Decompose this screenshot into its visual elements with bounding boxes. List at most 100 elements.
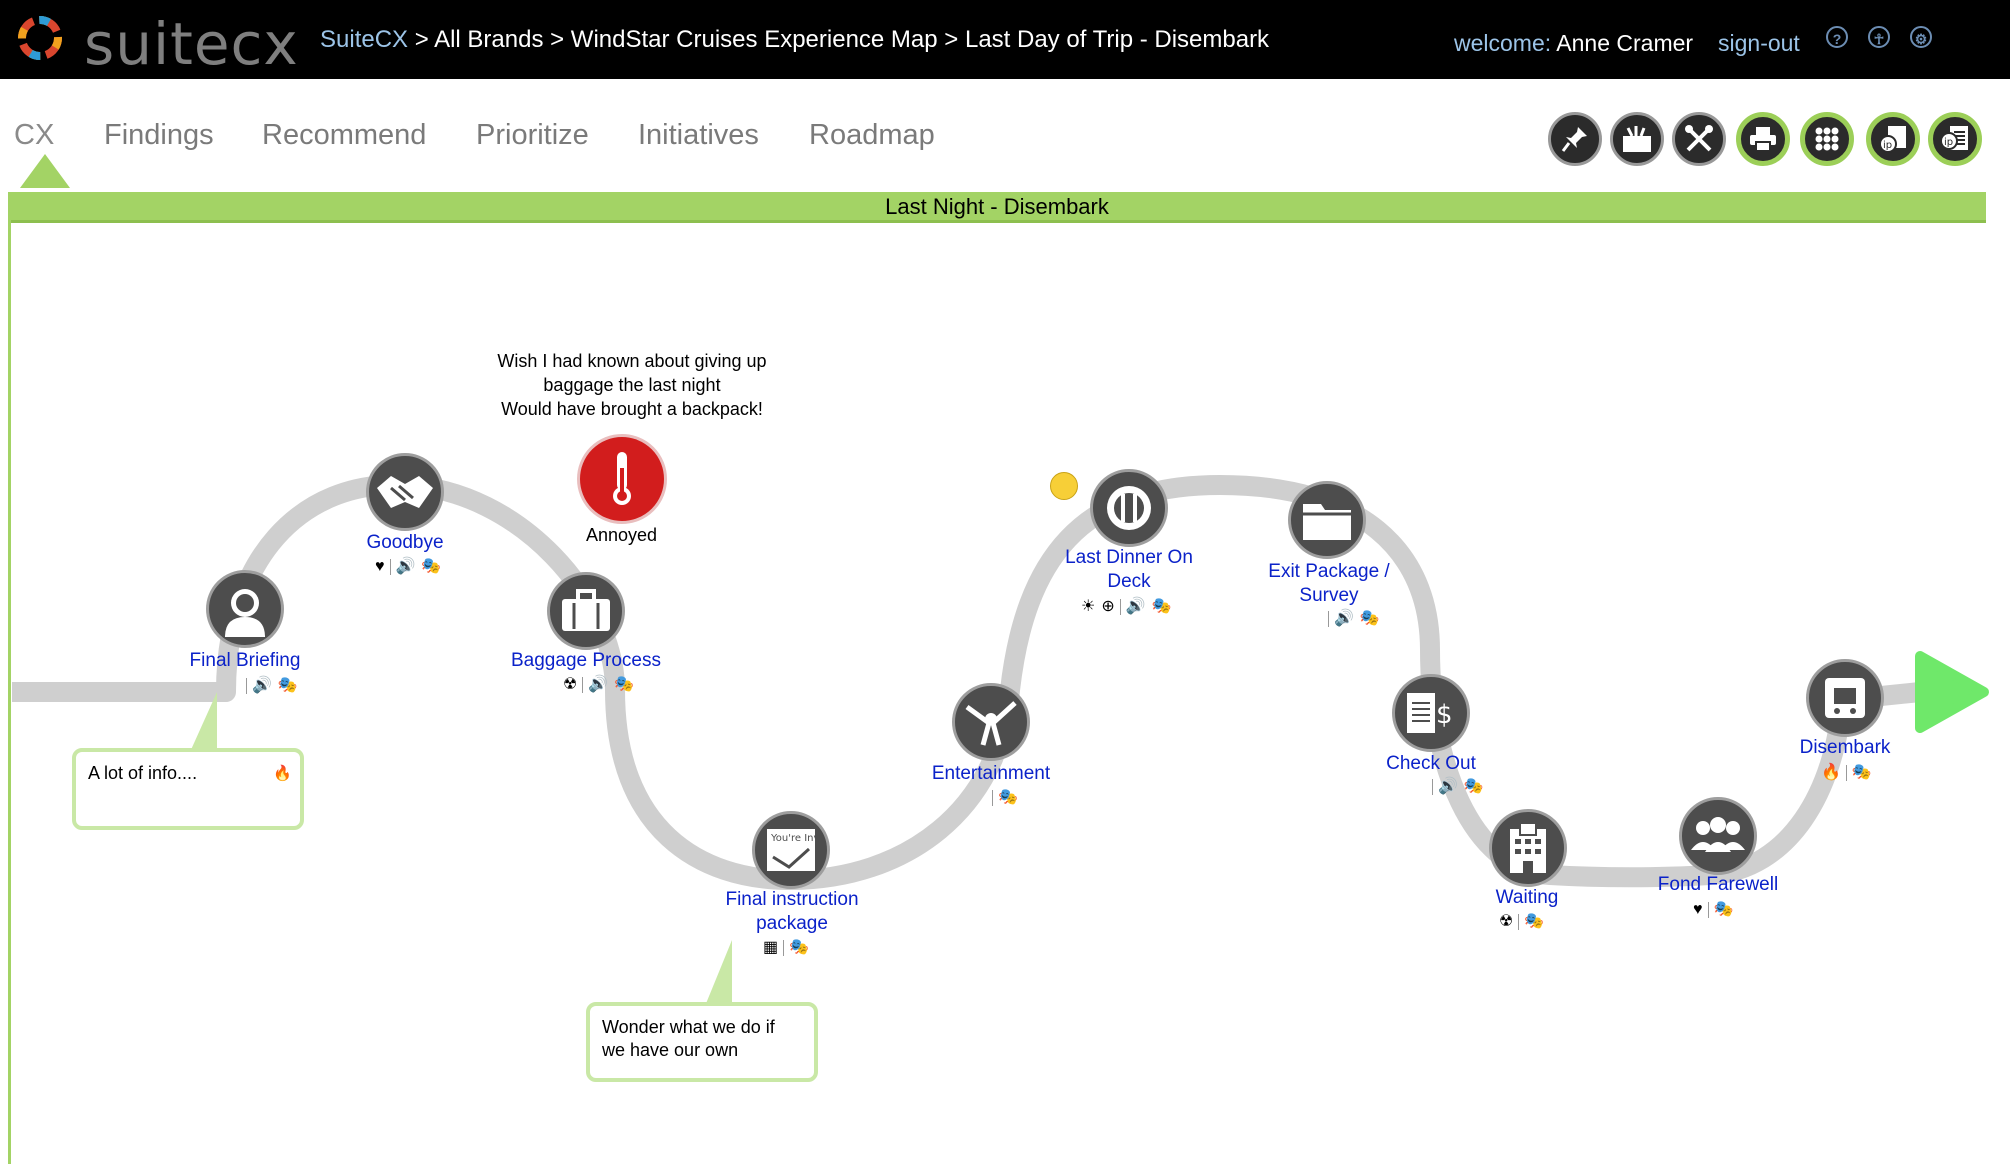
active-tab-indicator — [20, 154, 70, 188]
pin-tool-button[interactable] — [1548, 112, 1602, 166]
touchpoint-entertainment-node[interactable] — [952, 683, 1030, 761]
accessibility-icon[interactable]: ☥ — [1868, 26, 1890, 48]
touchpoint-check-out-glyphs: 🔊🎭 — [1430, 776, 1487, 796]
speaker-icon: 🔊 — [1438, 778, 1458, 795]
exit-package-label-line-2: Survey — [1299, 585, 1359, 606]
ip-report-button[interactable]: ip — [1928, 112, 1982, 166]
svg-text:$: $ — [1436, 700, 1453, 730]
touchpoint-fond-farewell-node[interactable] — [1679, 797, 1757, 875]
user-name: Anne Cramer — [1556, 30, 1694, 56]
touchpoint-entertainment-label[interactable]: Entertainment — [931, 763, 1051, 784]
dining-icon — [1107, 486, 1151, 530]
touchpoint-final-briefing-node[interactable] — [206, 570, 284, 648]
touchpoint-fond-farewell-label[interactable]: Fond Farewell — [1657, 874, 1779, 895]
folder-icon — [1303, 504, 1351, 540]
phase-left-border — [8, 220, 11, 1164]
touchpoint-disembark-label[interactable]: Disembark — [1799, 737, 1891, 758]
mask-icon: 🎭 — [789, 939, 810, 956]
final-instruction-label-line-2: package — [756, 913, 828, 934]
touchpoint-goodbye-label[interactable]: Goodbye — [366, 532, 444, 553]
touchpoint-entertainment-glyphs: 🎭 — [990, 787, 1021, 807]
mask-icon: 🎭 — [998, 789, 1018, 806]
tab-roadmap[interactable]: Roadmap — [809, 119, 935, 151]
svg-text:ip: ip — [1944, 137, 1953, 148]
svg-text:ip: ip — [1883, 140, 1892, 151]
journey-end-arrow — [1915, 651, 1989, 733]
emotion-annoyed-node[interactable] — [577, 434, 667, 524]
breadcrumb-home[interactable]: SuiteCX — [320, 26, 409, 53]
touchpoint-waiting-node[interactable] — [1489, 809, 1567, 887]
touchpoint-baggage-process-label[interactable]: Baggage Process — [511, 650, 661, 671]
touchpoint-exit-package-label[interactable]: Exit Package / Survey — [1244, 560, 1414, 608]
touchpoint-last-dinner-label[interactable]: Last Dinner On Deck — [1044, 546, 1214, 594]
settings-icon[interactable]: ⚙ — [1910, 26, 1932, 48]
help-icon[interactable]: ? — [1826, 26, 1848, 48]
touchpoint-disembark-node[interactable] — [1806, 659, 1884, 737]
exit-package-label-line-1: Exit Package / — [1268, 561, 1390, 582]
flame-icon: 🔥 — [1821, 764, 1841, 781]
tab-findings[interactable]: Findings — [104, 119, 214, 151]
touchpoint-check-out-node[interactable]: $ — [1392, 674, 1470, 752]
tab-prioritize[interactable]: Prioritize — [476, 119, 589, 151]
grid-icon — [1815, 127, 1839, 151]
sticky-note-wonder-line-2: we have our own — [602, 1040, 739, 1060]
sun-icon: ☀ — [1081, 598, 1096, 615]
touchpoint-final-briefing-label[interactable]: Final Briefing — [189, 650, 301, 671]
heart-icon: ♥ — [1693, 901, 1703, 918]
quote-line-2: baggage the last night — [543, 375, 721, 395]
tab-initiatives[interactable]: Initiatives — [638, 119, 759, 151]
tab-cx[interactable]: CX — [14, 119, 55, 151]
ip-report-icon: ip — [1940, 126, 1968, 150]
luggage-cart-icon — [1825, 678, 1865, 718]
touchpoint-goodbye-node[interactable] — [366, 453, 444, 531]
sticky-note-info[interactable]: A lot of info.... 🔥 — [72, 748, 304, 830]
touchpoint-waiting-label[interactable]: Waiting — [1495, 887, 1559, 908]
ip-export-button[interactable]: ip — [1866, 112, 1920, 166]
touchpoint-baggage-process-node[interactable] — [547, 572, 625, 650]
touchpoint-final-instruction-label[interactable]: Final instruction package — [692, 888, 892, 936]
last-dinner-label-line-2: Deck — [1107, 571, 1151, 592]
speaker-icon: 🔊 — [1125, 598, 1146, 615]
flame-icon: 🔥 — [273, 765, 292, 782]
touchpoint-exit-package-node[interactable] — [1288, 481, 1366, 559]
tab-recommend[interactable]: Recommend — [262, 119, 427, 151]
ip-export-icon: ip — [1879, 126, 1906, 153]
grid-button[interactable] — [1800, 112, 1854, 166]
speaker-icon: 🔊 — [1334, 610, 1354, 627]
emotion-label: Annoyed — [586, 525, 658, 545]
touchpoint-final-instruction-node[interactable]: You're Invited! — [752, 811, 830, 889]
breadcrumb-path[interactable]: > All Brands > WindStar Cruises Experien… — [408, 26, 1270, 53]
welcome-text: welcome: Anne Cramer — [1454, 30, 1693, 57]
sticky-note-wonder[interactable]: Wonder what we do if we have our own — [586, 1002, 818, 1082]
toolbox-button[interactable] — [1610, 112, 1664, 166]
print-icon — [1750, 127, 1776, 152]
breadcrumb: SuiteCX > All Brands > WindStar Cruises … — [320, 26, 1269, 54]
sign-out-link[interactable]: sign-out — [1718, 30, 1800, 56]
print-button[interactable] — [1736, 112, 1790, 166]
mask-icon: 🎭 — [277, 677, 298, 694]
touchpoint-last-dinner-glyphs: ☀⊕🔊🎭 — [1078, 596, 1175, 616]
logo-ring-icon — [18, 16, 62, 60]
speaker-icon: 🔊 — [252, 677, 272, 694]
logo-text: suitecx — [84, 10, 299, 78]
invitation-icon: You're Invited! — [767, 829, 817, 871]
customer-quote: Wish I had known about giving up baggage… — [462, 349, 802, 421]
mask-icon: 🎭 — [1713, 901, 1734, 918]
sticky-note-info-text: A lot of info.... — [88, 763, 198, 783]
touchpoint-final-briefing-glyphs: 🔊🎭 — [244, 675, 301, 695]
invitation-badge-text: You're Invited! — [770, 833, 817, 844]
touchpoint-final-instruction-glyphs: ▦🎭 — [760, 937, 812, 957]
mask-icon: 🎭 — [1463, 778, 1484, 795]
touchpoint-disembark-glyphs: 🔥🎭 — [1818, 762, 1875, 782]
speaker-icon: 🔊 — [588, 676, 609, 693]
touchpoint-check-out-label[interactable]: Check Out — [1386, 753, 1476, 774]
briefing-icon — [225, 589, 265, 637]
touchpoint-last-dinner-node[interactable] — [1090, 469, 1168, 547]
tools-button[interactable] — [1672, 112, 1726, 166]
sticky-note-wonder-line-1: Wonder what we do if — [602, 1017, 775, 1037]
heart-icon: ♥ — [375, 558, 385, 575]
touchpoint-waiting-glyphs: ☢🎭 — [1496, 911, 1547, 931]
mask-icon: 🎭 — [1151, 598, 1172, 615]
